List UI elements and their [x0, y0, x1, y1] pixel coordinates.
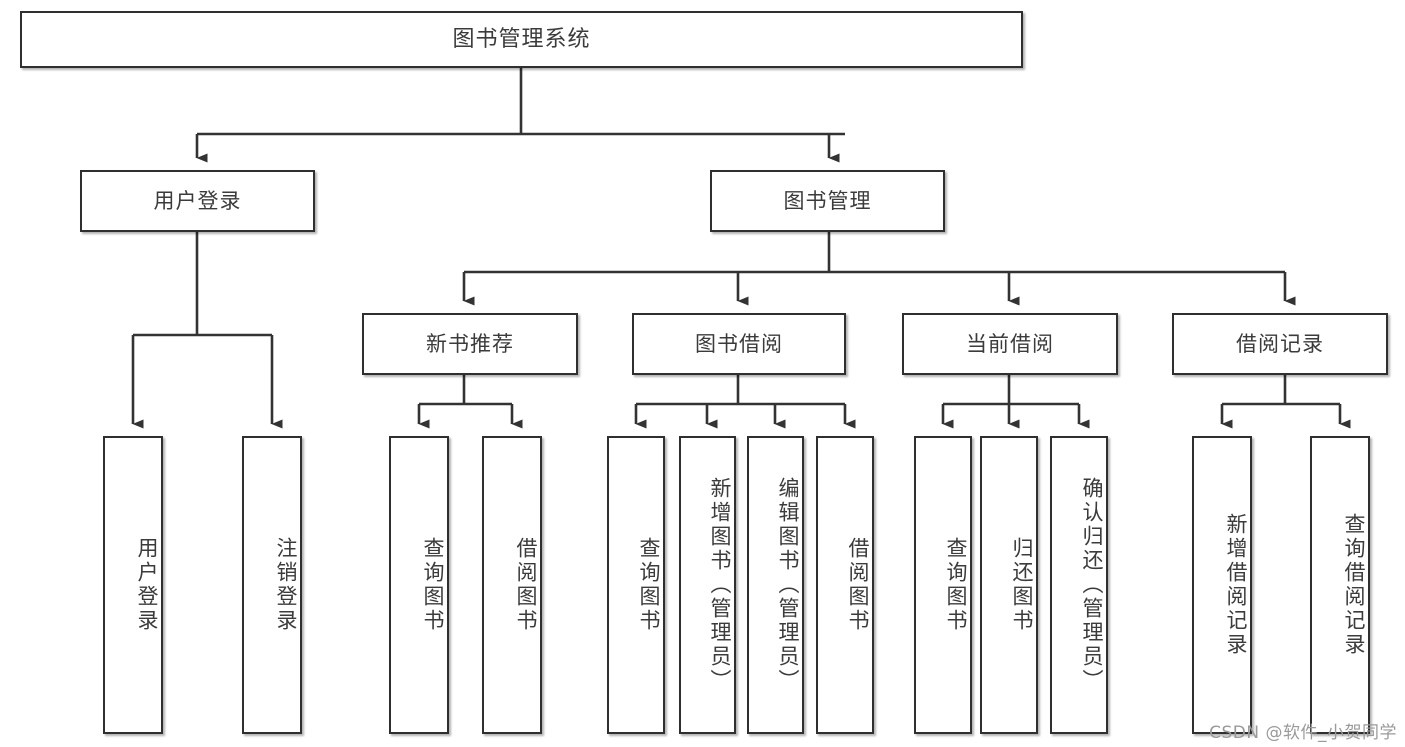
node-label: 查询借阅记录 — [1342, 513, 1366, 657]
node-new-book-recommendation[interactable]: 新书推荐 — [362, 313, 578, 375]
node-label: 新增图书（管理员） — [708, 477, 732, 693]
node-label: 新书推荐 — [426, 331, 514, 356]
node-label: 确认归还（管理员） — [1080, 477, 1104, 693]
node-label: 查询图书 — [637, 537, 661, 633]
leaf-query-borrow-record[interactable]: 查询借阅记录 — [1310, 436, 1370, 734]
node-label: 归还图书 — [1010, 537, 1034, 633]
node-label: 用户登录 — [135, 537, 159, 633]
node-label: 借阅图书 — [846, 537, 870, 633]
node-user-login[interactable]: 用户登录 — [80, 170, 315, 232]
node-borrow-records[interactable]: 借阅记录 — [1172, 313, 1388, 375]
node-label: 图书管理系统 — [452, 26, 591, 52]
node-label: 查询图书 — [944, 537, 968, 633]
node-current-borrowing[interactable]: 当前借阅 — [902, 313, 1118, 375]
leaf-logout[interactable]: 注销登录 — [242, 436, 302, 734]
leaf-borrow-books-recommendation[interactable]: 借阅图书 — [482, 436, 542, 734]
leaf-query-books-borrowing[interactable]: 查询图书 — [607, 436, 665, 734]
leaf-query-books-recommendation[interactable]: 查询图书 — [389, 436, 449, 734]
leaf-borrow-books[interactable]: 借阅图书 — [816, 436, 874, 734]
node-label: 用户登录 — [153, 188, 242, 213]
node-label: 注销登录 — [274, 537, 298, 633]
node-label: 图书管理 — [783, 188, 872, 213]
node-book-management[interactable]: 图书管理 — [710, 170, 945, 232]
leaf-user-login[interactable]: 用户登录 — [103, 436, 163, 734]
node-root-system[interactable]: 图书管理系统 — [20, 11, 1023, 68]
leaf-add-borrow-record[interactable]: 新增借阅记录 — [1192, 436, 1252, 734]
node-label: 借阅图书 — [514, 537, 538, 633]
node-label: 借阅记录 — [1236, 331, 1324, 356]
leaf-query-books-current[interactable]: 查询图书 — [914, 436, 972, 734]
node-label: 图书借阅 — [695, 331, 783, 356]
node-label: 查询图书 — [421, 537, 445, 633]
node-label: 编辑图书（管理员） — [776, 477, 800, 693]
leaf-return-books[interactable]: 归还图书 — [980, 436, 1038, 734]
csdn-watermark: CSDN @软件_小贺同学 — [1209, 723, 1397, 743]
leaf-confirm-return-admin[interactable]: 确认归还（管理员） — [1050, 436, 1108, 734]
leaf-edit-book-admin[interactable]: 编辑图书（管理员） — [747, 436, 804, 734]
node-label: 新增借阅记录 — [1224, 513, 1248, 657]
node-book-borrowing[interactable]: 图书借阅 — [632, 313, 846, 375]
leaf-add-book-admin[interactable]: 新增图书（管理员） — [679, 436, 736, 734]
node-label: 当前借阅 — [966, 331, 1054, 356]
